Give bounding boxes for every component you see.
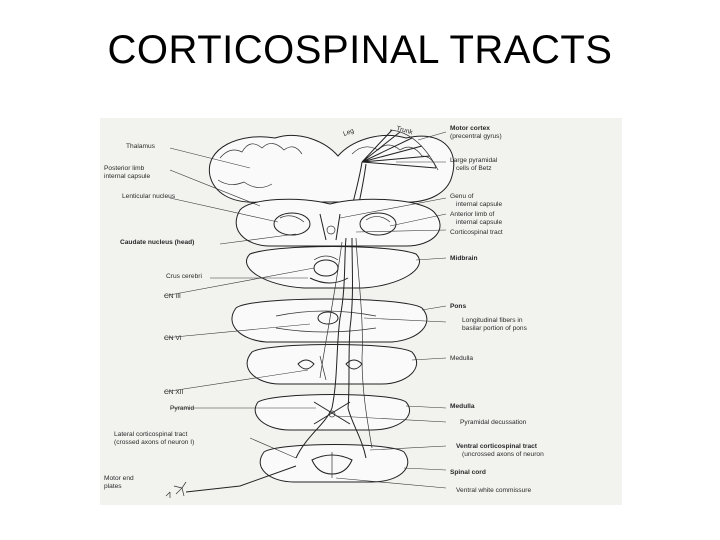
leaders-right: [335, 131, 447, 489]
medulla-upper-section: [246, 344, 418, 385]
label-pyramid: Pyramid: [170, 405, 195, 412]
label-posterior-limb: Posterior limb: [104, 165, 145, 172]
diagram-svg: Leg Trunk Thalamus Posterior limb intern…: [100, 118, 622, 505]
label-pons: Pons: [450, 303, 466, 310]
label-motor-cortex-2: (precentral gyrus): [450, 133, 502, 140]
spinal-cord-section: [259, 444, 409, 483]
label-medulla-1: Medulla: [450, 355, 473, 362]
label-pyramidal-cells: Large pyramidal: [450, 157, 498, 164]
cortex-label-leg: Leg: [342, 127, 355, 137]
label-lateral-tract-2: (crossed axons of neuron I): [114, 439, 194, 446]
label-anterior-limb: Anterior limb of: [450, 211, 495, 218]
leaders-left: [163, 147, 316, 459]
label-longitudinal: Longitudinal fibers in: [462, 317, 523, 324]
label-ventral-tract-2: (uncrossed axons of neuron: [462, 451, 544, 458]
label-pyramidal-cells-2: cells of Betz: [456, 165, 492, 172]
label-motor-cortex: Motor cortex: [450, 125, 490, 132]
label-anterior-limb-2: internal capsule: [456, 219, 503, 226]
midbrain-section: [246, 246, 420, 289]
internal-capsule-section: [235, 198, 441, 247]
corticospinal-fibers: [165, 237, 373, 498]
label-plates: plates: [104, 483, 122, 490]
label-genu-2: internal capsule: [456, 201, 503, 208]
label-thalamus: Thalamus: [126, 143, 156, 150]
medulla-lower-section: [254, 394, 411, 431]
label-cn12: CN XII: [164, 389, 184, 396]
label-genu: Genu of: [450, 193, 474, 200]
label-lateral-tract: Lateral corticospinal tract: [114, 431, 187, 438]
label-motor-end: Motor end: [104, 475, 134, 482]
label-spinal-cord: Spinal cord: [450, 469, 486, 476]
label-posterior-limb-2: internal capsule: [104, 173, 151, 180]
label-cn3: CN III: [164, 293, 181, 300]
cortex-label-trunk: Trunk: [395, 125, 414, 136]
label-ventral-white-commissure: Ventral white commissure: [456, 487, 531, 494]
label-ventral-tract: Ventral corticospinal tract: [456, 443, 538, 450]
label-midbrain: Midbrain: [450, 255, 477, 262]
label-cn6: CN VI: [164, 335, 182, 342]
label-pyramidal-decussation: Pyramidal decussation: [460, 419, 527, 426]
label-corticospinal-tract: Corticospinal tract: [450, 229, 503, 236]
label-longitudinal-2: basilar portion of pons: [462, 325, 528, 332]
label-caudate-nucleus: Caudate nucleus (head): [120, 239, 194, 246]
slide-title: CORTICOSPINAL TRACTS: [107, 28, 613, 72]
label-crus-cerebri: Crus cerebri: [166, 273, 202, 280]
label-medulla-2: Medulla: [450, 403, 475, 410]
label-lenticular-nucleus: Lenticular nucleus: [122, 193, 176, 200]
corticospinal-diagram: Leg Trunk Thalamus Posterior limb intern…: [100, 118, 622, 505]
